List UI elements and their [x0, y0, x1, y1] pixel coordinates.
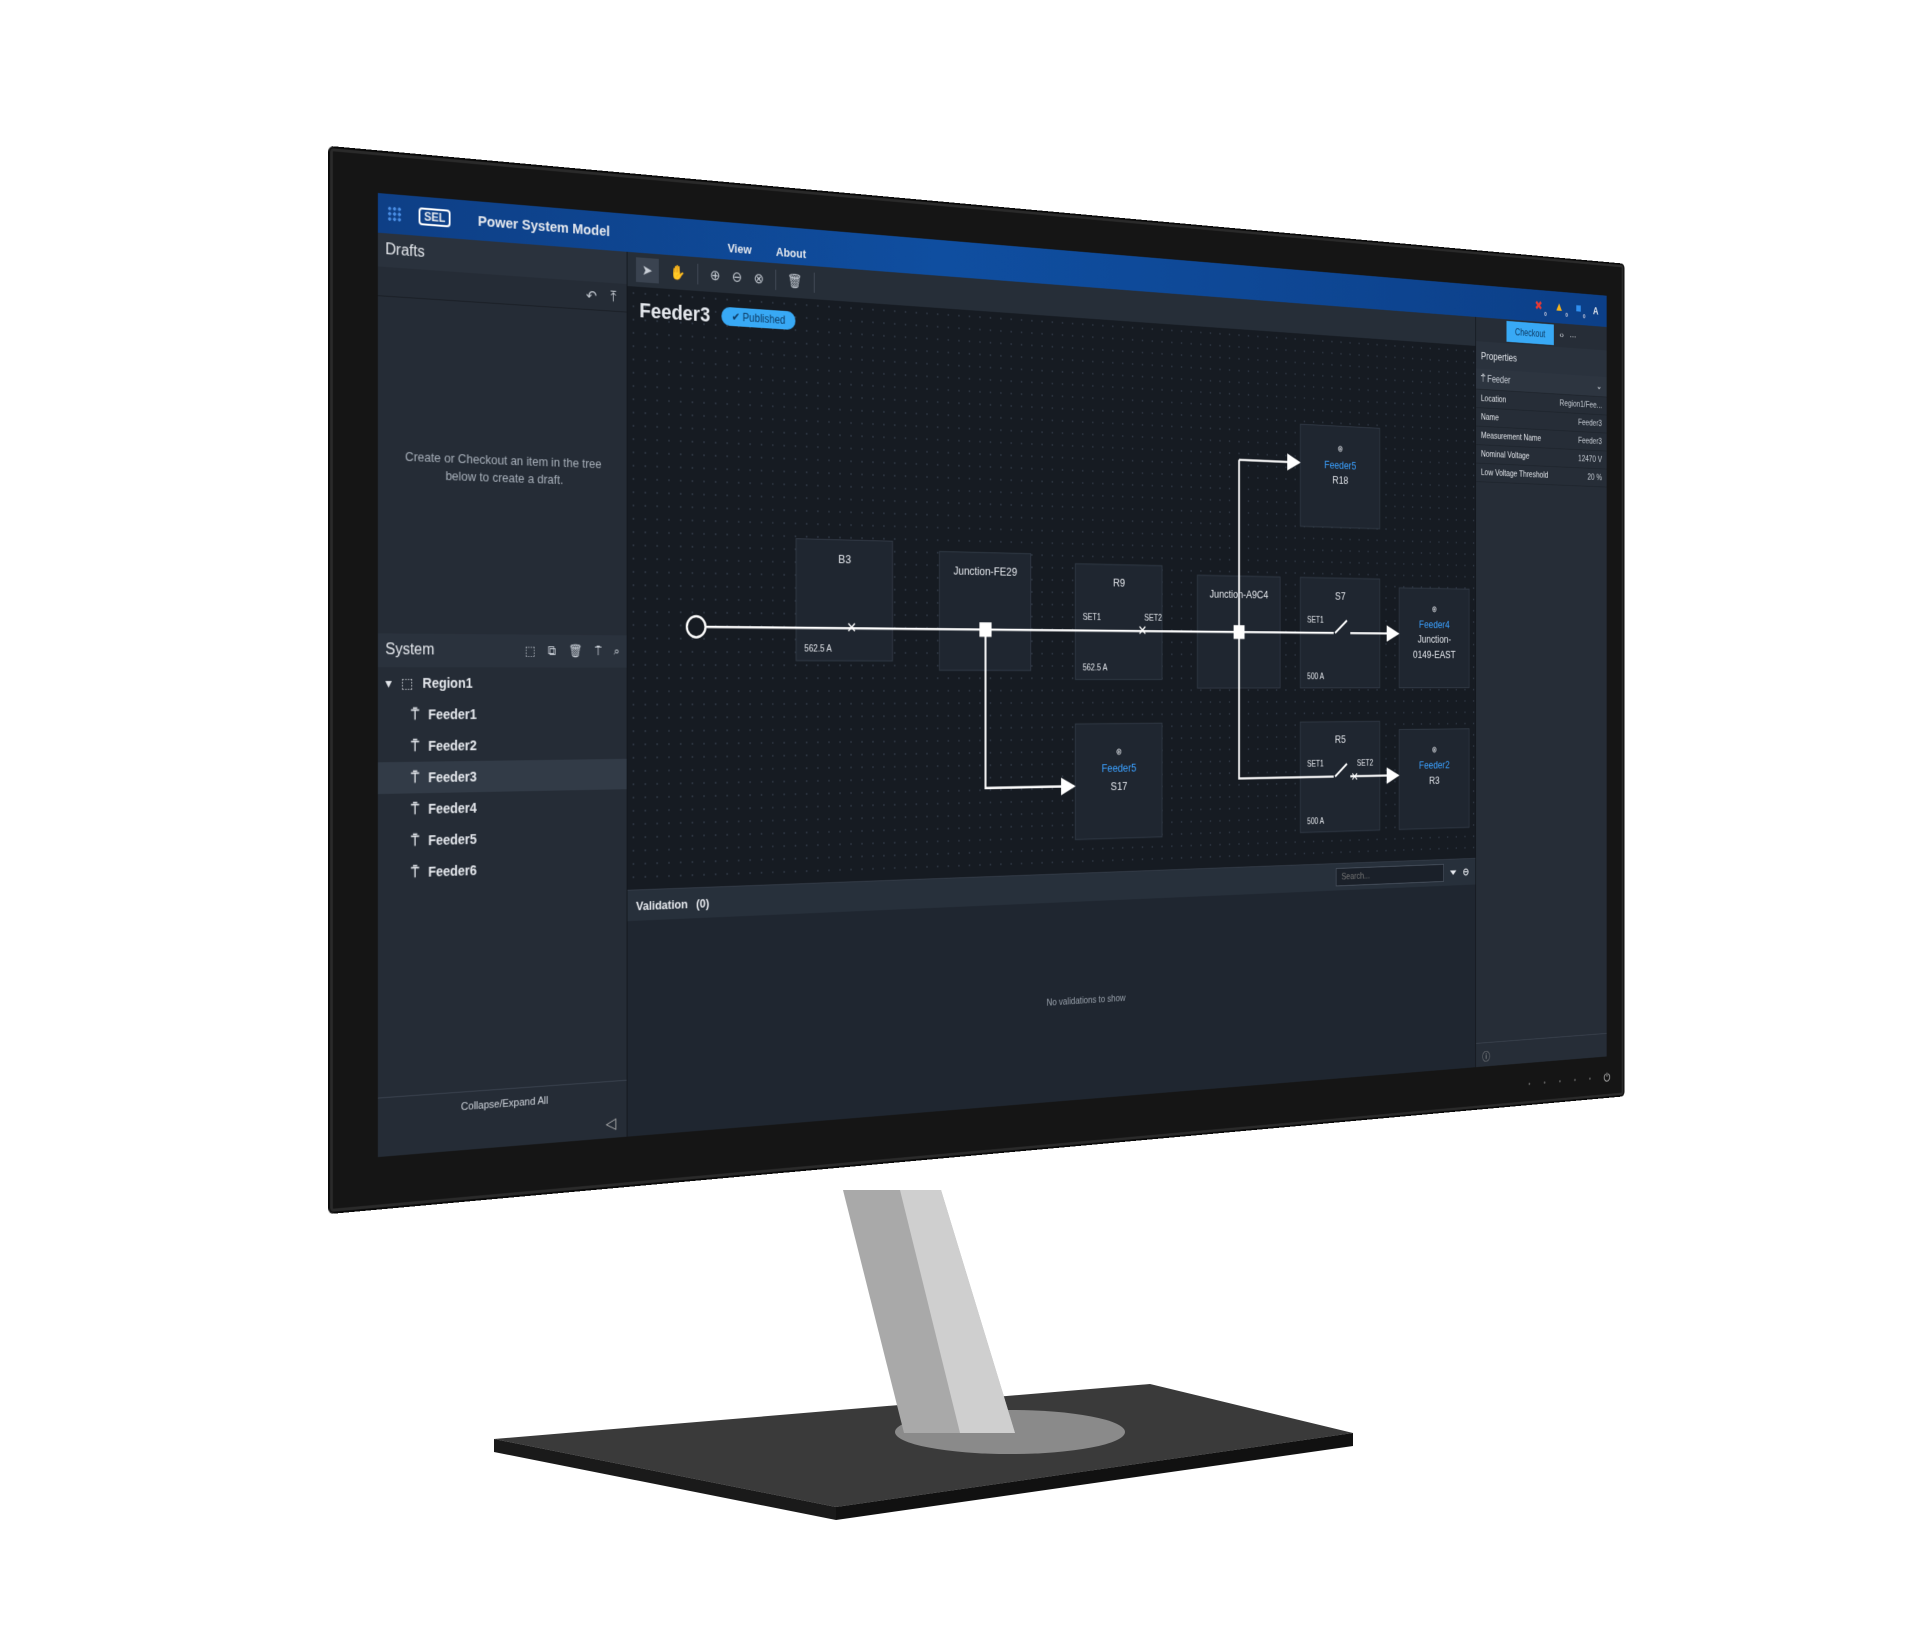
region-icon: ⬚ — [401, 674, 414, 691]
diagram-canvas[interactable]: Feeder3 ✔ Published ✕ ✕ ✕ — [627, 286, 1475, 890]
collapse-icon[interactable]: ⊖ — [1462, 865, 1470, 878]
tree-item-feeder6[interactable]: ⍑Feeder6 — [411, 862, 477, 880]
svg-text:SET1: SET1 — [1083, 613, 1102, 623]
svg-text:SET2: SET2 — [1357, 759, 1374, 769]
svg-text:✕: ✕ — [1138, 624, 1148, 639]
svg-text:⊛: ⊛ — [1338, 445, 1344, 455]
system-title: System — [385, 641, 435, 659]
node-b3 — [796, 539, 892, 661]
menu-about[interactable]: About — [775, 244, 807, 261]
tree-item-region1[interactable]: ▾⬚Region1 — [385, 674, 473, 691]
properties-type: Feeder — [1487, 373, 1511, 386]
menu-view[interactable]: View — [727, 240, 752, 257]
svg-text:S17: S17 — [1111, 779, 1128, 793]
warning-icon[interactable]: ▲0 — [1554, 300, 1569, 319]
info-icon[interactable]: ⓘ — [1482, 1049, 1491, 1063]
svg-text:R9: R9 — [1113, 576, 1125, 590]
validation-panel: Validation (0) ⏷ ⊖ No validations to show — [627, 857, 1476, 1137]
svg-text:R18: R18 — [1332, 473, 1348, 486]
drafts-empty-message: Create or Checkout an item in the tree b… — [405, 448, 602, 487]
svg-text:562.5 A: 562.5 A — [1083, 663, 1108, 673]
expand-icon[interactable]: ‹› — [1559, 330, 1564, 341]
message-icon[interactable]: ■0 — [1575, 301, 1586, 320]
svg-text:Feeder5: Feeder5 — [1324, 458, 1356, 472]
undo-icon[interactable]: ↶ — [586, 287, 597, 305]
svg-text:Feeder5: Feeder5 — [1102, 761, 1137, 775]
feeder-icon: ⍑ — [411, 706, 419, 722]
svg-text:Feeder2: Feeder2 — [1419, 759, 1450, 772]
tree-item-feeder1[interactable]: ⍑Feeder1 — [411, 706, 477, 723]
select-children-icon[interactable]: ⧉ — [547, 643, 557, 658]
status-badge: ✔ Published — [721, 306, 796, 331]
chevron-down-icon[interactable]: ⌄ — [1596, 380, 1602, 392]
svg-text:⊛: ⊛ — [1432, 605, 1437, 614]
select-icon[interactable]: ⬚ — [524, 643, 536, 658]
monitor-bezel: SEL Power System Model View About ✖0 ▲0 … — [330, 148, 1623, 1212]
validation-count: (0) — [696, 895, 710, 911]
validation-title: Validation — [635, 896, 688, 913]
one-line-diagram: ✕ ✕ ✕ B3 Junction-FE29 R9 Junction-A9C4 S7… — [627, 333, 1475, 889]
delete-icon[interactable]: 🗑 — [568, 643, 583, 658]
zoom-in-icon[interactable]: ⊕ — [710, 267, 721, 285]
filter-icon[interactable]: ⏷ — [1449, 865, 1457, 879]
svg-text:0149-EAST: 0149-EAST — [1413, 648, 1456, 661]
tree-item-feeder2[interactable]: ⍑Feeder2 — [411, 737, 477, 754]
pan-tool-icon[interactable]: ✋ — [670, 264, 686, 282]
user-avatar[interactable]: A — [1593, 304, 1599, 317]
more-icon[interactable]: ⋯ — [1569, 331, 1577, 342]
checkout-button[interactable]: Checkout — [1506, 320, 1554, 346]
svg-text:Junction-: Junction- — [1418, 633, 1452, 646]
junction-fe29-icon — [979, 622, 992, 637]
upload-icon[interactable]: ⤒ — [610, 288, 617, 306]
svg-text:Feeder4: Feeder4 — [1419, 618, 1450, 631]
junction-a9c4-icon — [1233, 625, 1245, 639]
svg-text:⊛: ⊛ — [1116, 747, 1122, 757]
app-window: SEL Power System Model View About ✖0 ▲0 … — [378, 193, 1607, 1157]
left-panel: Drafts ↶⤒ Create or Checkout an item in … — [377, 232, 628, 1158]
properties-panel: Checkout‹›⋯ Properties ⍑ Feeder⌄ Locatio… — [1475, 316, 1607, 1068]
error-icon[interactable]: ✖0 — [1534, 299, 1547, 318]
monitor-buttons: •••••⏻ — [1528, 1071, 1611, 1090]
feeder-icon: ⍑ — [411, 769, 419, 786]
validation-empty-message: No validations to show — [1046, 992, 1126, 1008]
breaker-icons: ✕ ✕ ✕ — [846, 621, 1359, 783]
svg-text:Junction-A9C4: Junction-A9C4 — [1210, 587, 1269, 601]
svg-text:R5: R5 — [1335, 732, 1346, 745]
diagram-title: Feeder3 — [639, 298, 711, 327]
svg-text:562.5 A: 562.5 A — [804, 644, 832, 654]
sel-logo: SEL — [418, 207, 451, 228]
svg-text:500 A: 500 A — [1307, 817, 1324, 827]
svg-text:SET1: SET1 — [1307, 760, 1324, 770]
source-icon — [687, 616, 706, 637]
svg-text:SET1: SET1 — [1307, 616, 1324, 626]
app-title: Power System Model — [477, 212, 610, 240]
svg-text:✕: ✕ — [1351, 769, 1359, 783]
validation-search-input[interactable] — [1335, 863, 1444, 887]
svg-text:B3: B3 — [838, 552, 851, 566]
collapse-panel-icon[interactable]: ◁ — [605, 1115, 617, 1133]
delete-icon[interactable]: 🗑 — [787, 273, 803, 291]
feeder-icon: ⍑ — [411, 863, 419, 880]
feeder-icon[interactable]: ⍑ — [594, 643, 602, 659]
zoom-out-icon[interactable]: ⊖ — [731, 269, 743, 286]
svg-text:⊛: ⊛ — [1432, 746, 1437, 755]
svg-text:R3: R3 — [1429, 774, 1440, 787]
pointer-tool-icon[interactable]: ➤ — [635, 257, 659, 284]
system-tree: ▾⬚Region1 ⍑Feeder1 ⍑Feeder2 ⍑Feeder3 ⍑Fe… — [377, 667, 627, 1097]
svg-text:✕: ✕ — [846, 621, 857, 637]
power-icon[interactable]: ⏻ — [1603, 1071, 1611, 1085]
tree-item-feeder3[interactable]: ⍑Feeder3 — [377, 758, 627, 795]
svg-text:Junction-FE29: Junction-FE29 — [953, 564, 1017, 579]
feeder-icon: ⍑ — [411, 832, 419, 849]
search-icon[interactable]: ⌕ — [613, 643, 620, 659]
feeder-icon: ⍑ — [411, 737, 419, 754]
svg-text:SET2: SET2 — [1144, 614, 1162, 624]
svg-text:S7: S7 — [1335, 589, 1346, 602]
app-grid-icon[interactable] — [387, 205, 402, 223]
feeder-icon: ⍑ — [411, 800, 419, 817]
zoom-fit-icon[interactable]: ⊗ — [753, 270, 764, 288]
svg-text:500 A: 500 A — [1307, 673, 1324, 682]
